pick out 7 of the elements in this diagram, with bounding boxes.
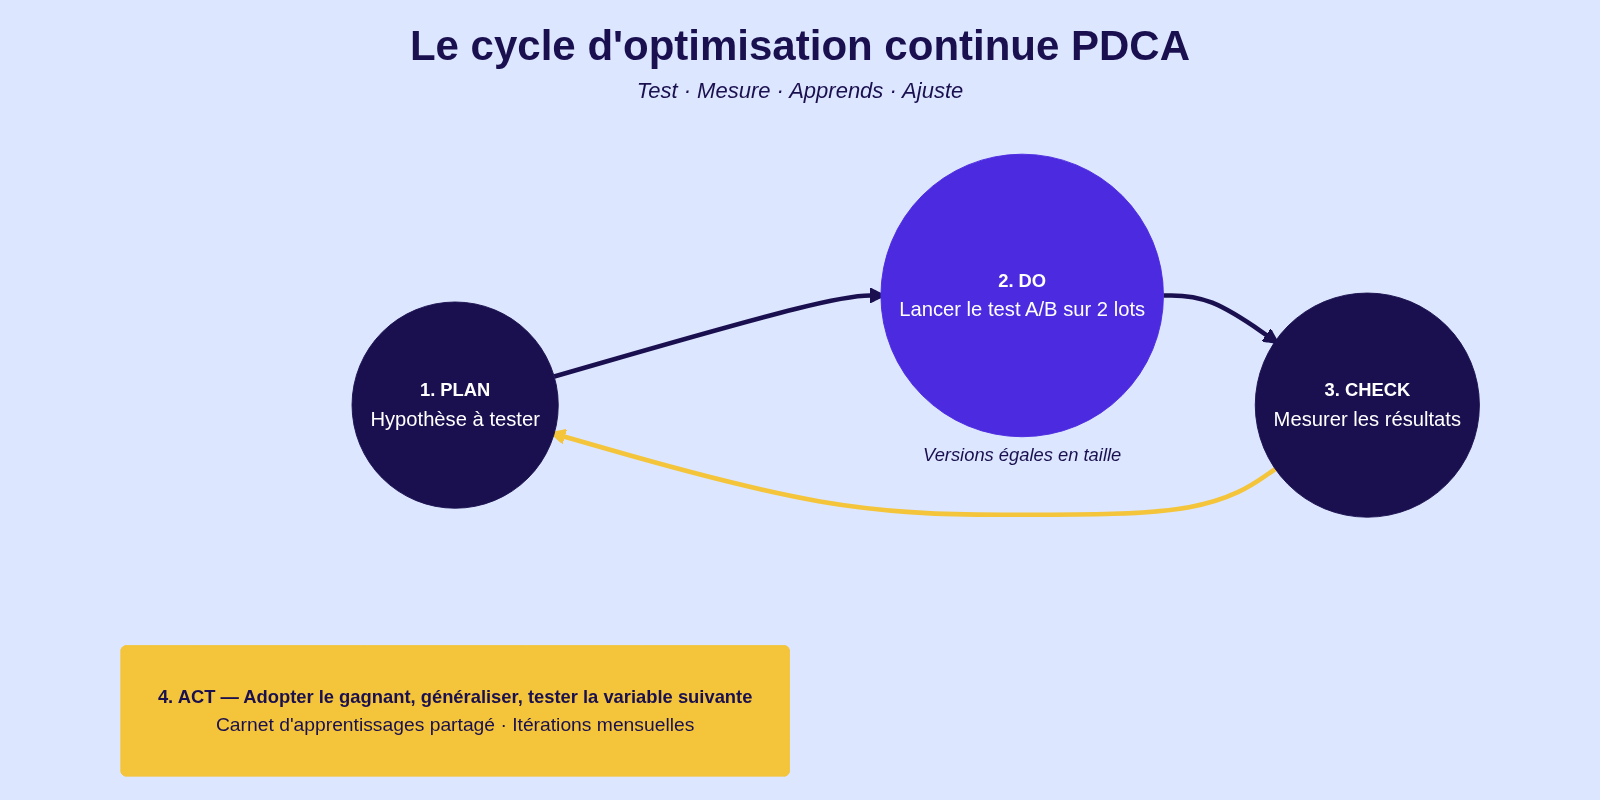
node-caption: Versions égales en taille <box>922 443 1121 465</box>
title: Le cycle d'optimisation continue PDCA <box>409 22 1191 70</box>
node-circle: 1. PLAN Hypothèse à tester <box>351 301 559 509</box>
node-circle: 2. DO Lancer le test A/B sur 2 lots <box>880 153 1164 438</box>
subtitle: Test · Mesure · Apprends · Ajuste <box>636 78 964 104</box>
arrow <box>1163 293 1279 345</box>
node-circle: 3. CHECK Mesurer les résultats <box>1254 292 1480 518</box>
